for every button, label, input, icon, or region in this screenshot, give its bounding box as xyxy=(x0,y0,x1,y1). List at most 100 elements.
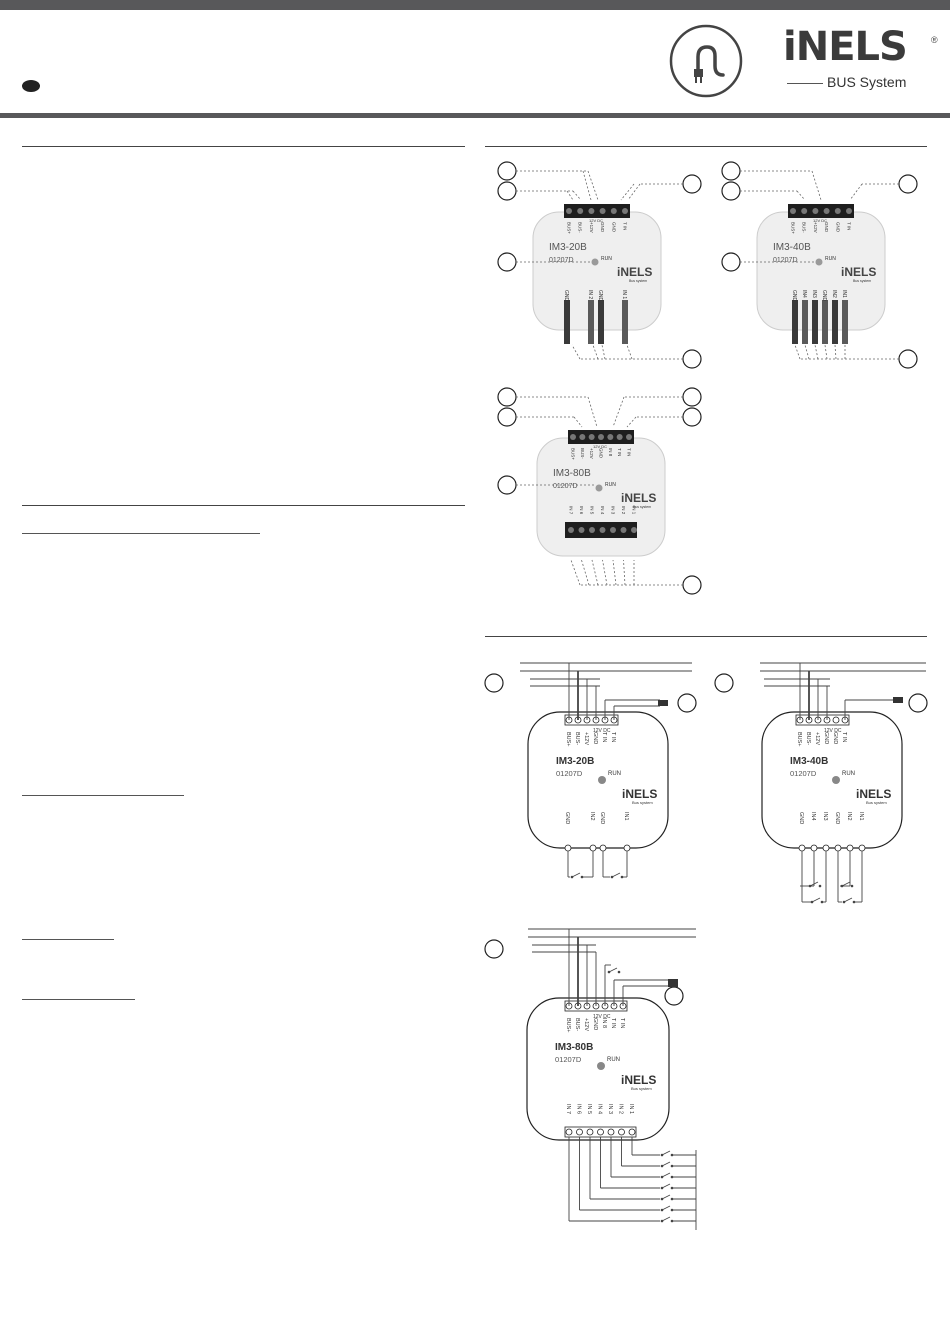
contact-switch-node xyxy=(808,884,812,888)
leader xyxy=(814,344,819,360)
wiring-callout-2 xyxy=(677,693,697,713)
contact-switch xyxy=(811,897,821,903)
im3-40b-terminal-screw xyxy=(812,208,819,214)
leader xyxy=(794,344,801,360)
im3-40b-top-terminal-label: BUS- xyxy=(802,222,807,233)
leader xyxy=(849,183,863,201)
im3-80b-schematic-run-led xyxy=(597,1062,605,1070)
im3-20b-wire-label: IN 2 xyxy=(587,290,593,299)
im3-40b-code: 01207D xyxy=(773,257,798,264)
contact-switch-node xyxy=(850,884,854,888)
im3-80b-bottom-screw xyxy=(631,527,637,533)
im3-20b-wire xyxy=(598,300,604,344)
left-section-rule-2 xyxy=(22,505,465,506)
im3-40b-schematic-model: IM3-40B xyxy=(790,756,828,767)
plug-icon xyxy=(669,24,743,98)
im3-80b-schematic-run-label: RUN xyxy=(607,1057,620,1063)
im3-80b-schematic-bottom-label: IN 5 xyxy=(586,1104,592,1114)
im3-80b-schematic-bottom-label: IN 6 xyxy=(576,1104,582,1114)
im3-40b-wire xyxy=(822,300,828,344)
im3-40b-schematic-bottom-label: IN3 xyxy=(822,812,828,821)
callout-2 xyxy=(497,407,517,427)
right-section-rule-1 xyxy=(485,146,927,147)
im3-20b-schematic-bottom-terminal xyxy=(564,844,572,852)
im3-20b-schematic-bottom-terminal xyxy=(599,844,607,852)
leader xyxy=(592,344,599,360)
left-subheading-underline-4 xyxy=(22,999,135,1000)
im3-80b-schematic-model: IM3-80B xyxy=(555,1042,593,1053)
left-subheading-underline-3 xyxy=(22,939,114,940)
im3-20b-wire xyxy=(588,300,594,344)
im3-40b-schematic-bottom-label: IN2 xyxy=(846,812,852,821)
contact-switch xyxy=(661,1205,671,1211)
leader xyxy=(582,170,592,201)
im3-80b-schematic-top-label: BUS+ xyxy=(565,1018,571,1033)
im3-20b-terminal-screw xyxy=(588,208,595,214)
callout-3 xyxy=(898,174,918,194)
im3-40b-schematic-run-led xyxy=(832,776,840,784)
im3-40b-schematic-top-label: GND xyxy=(832,732,838,744)
inels-logo: iNELS ® BUS System xyxy=(783,27,943,97)
contact-switch xyxy=(809,881,819,887)
contact-switch-node xyxy=(840,884,844,888)
im3-40b-schematic-bottom-label: GND xyxy=(798,812,804,824)
im3-40b-wire xyxy=(802,300,808,344)
leader xyxy=(587,170,599,201)
contact-switch-node xyxy=(818,884,822,888)
leader xyxy=(623,559,626,586)
callout-4 xyxy=(721,252,741,272)
contact-switch xyxy=(661,1183,671,1189)
im3-40b-schematic-top-block xyxy=(795,714,850,726)
leader xyxy=(602,559,608,586)
callout-1 xyxy=(721,161,741,181)
leader xyxy=(612,559,617,586)
im3-80b-schematic-top-label: T IN xyxy=(619,1018,625,1028)
im3-80b-schematic-bottom-terminal xyxy=(618,1128,625,1136)
logo-line xyxy=(787,83,823,84)
im3-20b-schematic-code: 01207D xyxy=(556,769,583,778)
im3-20b-brand-sub: Bus system xyxy=(629,279,647,283)
im3-80b-bottom-screw xyxy=(589,527,595,533)
im3-40b-wire-label: IN1 xyxy=(841,290,847,298)
im3-80b-schematic-bottom-label: IN 7 xyxy=(565,1104,571,1114)
im3-40b-schematic-bottom-terminal xyxy=(798,844,806,852)
callout-3 xyxy=(682,174,702,194)
im3-40b-top-terminal-label: GND xyxy=(824,222,829,233)
wiring-callout-2 xyxy=(908,693,928,713)
im3-20b-terminal-screw xyxy=(622,208,628,214)
im3-40b-wire xyxy=(832,300,838,344)
im3-80b-bottom-terminal-label: IN 3 xyxy=(611,506,616,515)
im3-80b-schematic-brand: iNELS xyxy=(621,1073,656,1087)
im3-80b-run-label: RUN xyxy=(605,482,616,488)
callout-3 xyxy=(682,387,702,407)
im3-40b-schematic-top-label: BUS- xyxy=(805,732,811,745)
contact-switch-node xyxy=(842,900,846,904)
im3-40b-schematic-top-label: GND xyxy=(823,732,829,744)
callout-5 xyxy=(682,407,702,427)
im3-80b-terminal-screw xyxy=(598,434,604,440)
im3-40b-terminal-screw xyxy=(846,208,852,214)
im3-80b-schematic-group-label: 12V DC xyxy=(593,1014,611,1020)
im3-20b-wire-label: GND xyxy=(563,290,569,302)
im3-80b-schematic-bottom-terminal xyxy=(597,1128,604,1136)
im3-20b-schematic-top-label: T IN xyxy=(610,732,616,742)
leader xyxy=(612,396,625,428)
im3-80b-bottom-screw xyxy=(568,527,574,533)
contact-switch-node xyxy=(660,1164,664,1168)
im3-20b-schematic-brand-sub: Bus system xyxy=(632,800,653,805)
contact-switch xyxy=(571,872,581,878)
temperature-sensor xyxy=(658,700,668,706)
im3-80b-terminal-screw xyxy=(579,434,586,440)
im3-40b-terminal-screw xyxy=(801,208,808,214)
im3-40b-run-led xyxy=(815,258,823,266)
wiring-callout-1 xyxy=(484,673,504,693)
im3-40b-schematic-brand-sub: Bus system xyxy=(866,800,887,805)
contact-switch xyxy=(611,872,621,878)
im3-80b-top-terminal-label: T IN xyxy=(617,448,622,456)
im3-40b-schematic-bottom-label: IN1 xyxy=(858,812,864,821)
leader xyxy=(804,344,810,360)
im3-80b-terminal-screw xyxy=(626,434,632,440)
im3-20b-schematic-model: IM3-20B xyxy=(556,756,594,767)
im3-80b-terminal-screw xyxy=(607,434,614,440)
leader xyxy=(581,559,590,586)
